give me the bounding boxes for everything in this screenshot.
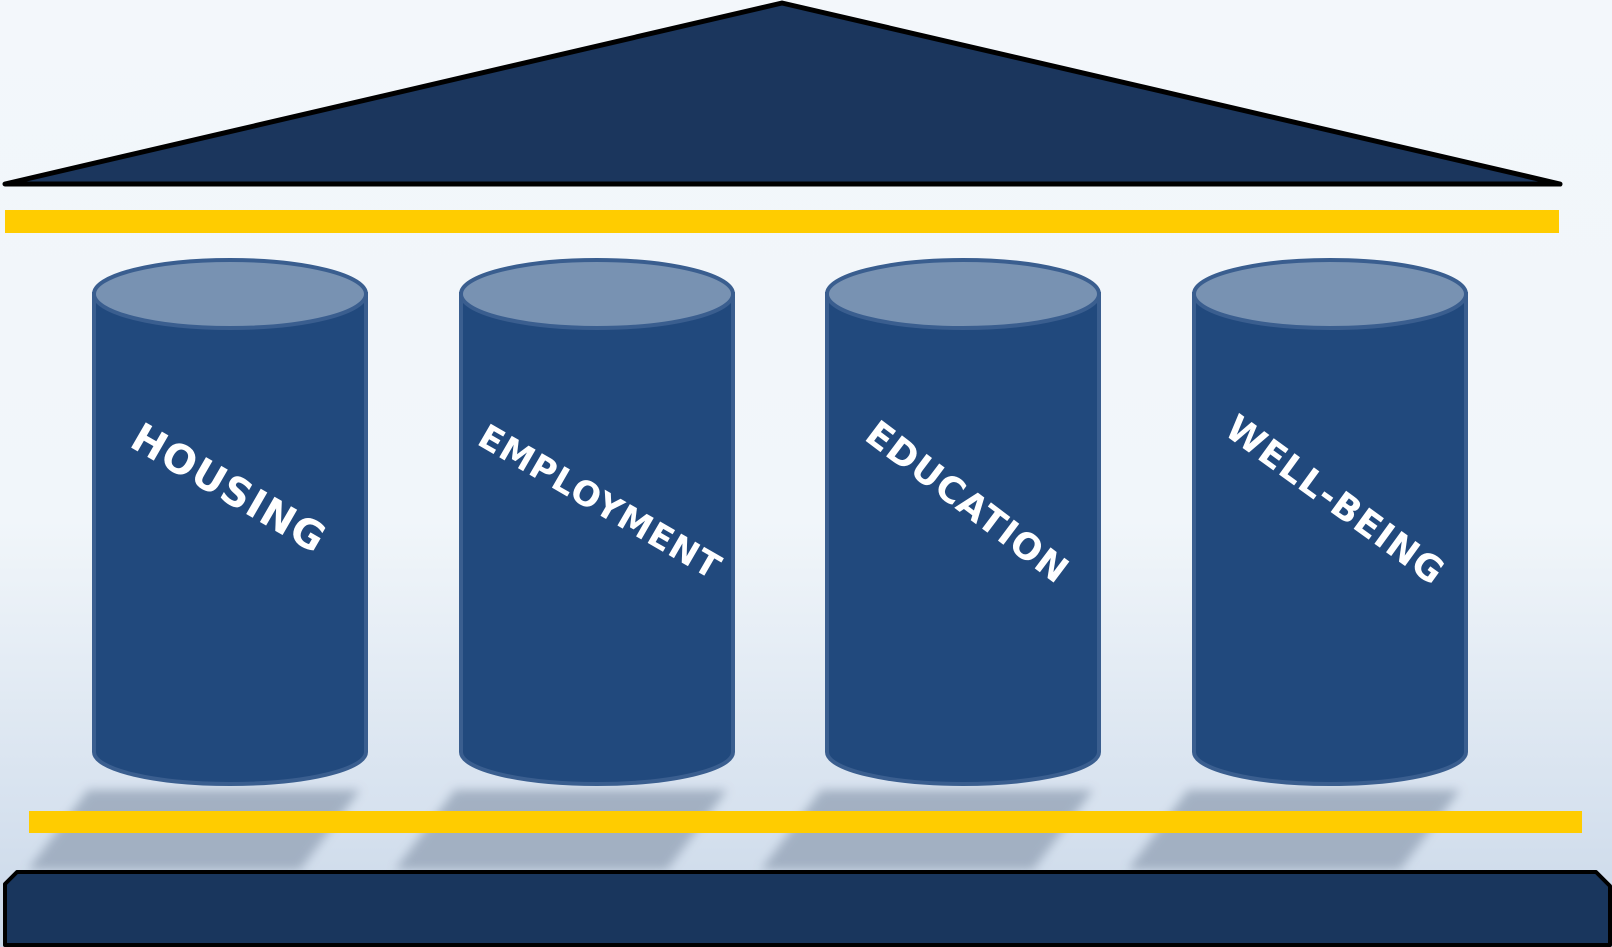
top-beam (5, 210, 1559, 233)
pillar-top (459, 258, 735, 330)
pillar-body (92, 292, 368, 786)
bottom-beam (29, 811, 1582, 833)
pillar-employment: EMPLOYMENT (459, 258, 735, 786)
roof-pediment (2, 0, 1563, 187)
pillar-education: EDUCATION (825, 258, 1101, 786)
pillar-body (459, 292, 735, 786)
pillar-housing: HOUSING (92, 258, 368, 786)
pillar-top (825, 258, 1101, 330)
pillar-body (825, 292, 1101, 786)
foundation-base (3, 870, 1612, 947)
pillar-top (1192, 258, 1468, 330)
pillar-body (1192, 292, 1468, 786)
pillar-well-being: WELL-BEING (1192, 258, 1468, 786)
pillar-top (92, 258, 368, 330)
